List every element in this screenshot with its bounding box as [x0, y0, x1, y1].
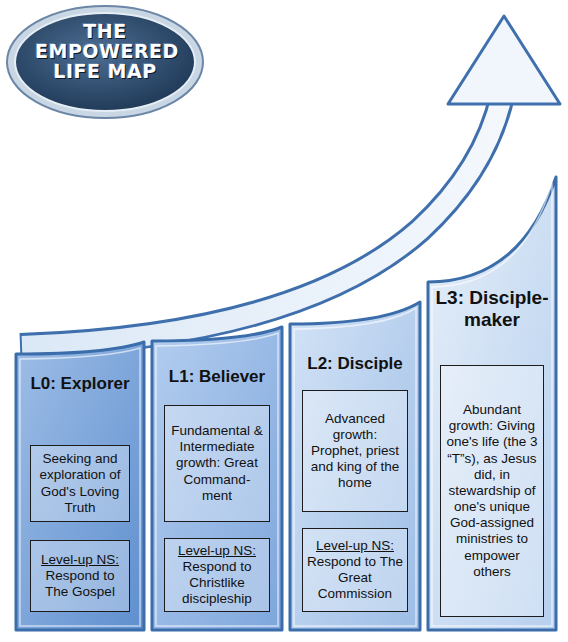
diagram-title: THE EMPOWERED LIFE MAP [35, 22, 175, 82]
box-heading: Level-up NS: [41, 552, 119, 568]
stage-box: Level-up NS:Respond to The Gospel [30, 540, 130, 612]
level-column: L1: BelieverFundamental & Intermediate g… [150, 325, 284, 632]
stage-box: Seeking and exploration of God's Loving … [30, 445, 130, 522]
level-column: L2: DiscipleAdvanced growth: Prophet, pr… [288, 300, 422, 632]
box-text: Respond to The Gospel [35, 568, 125, 600]
level-column: L3: Disciple-makerAbundant growth: Givin… [426, 175, 558, 632]
stage-box: Fundamental & Intermediate growth: Great… [164, 405, 270, 522]
box-text: Fundamental & Intermediate growth: Great… [169, 423, 265, 504]
stage-box: Level-up NS:Respond to The Great Commiss… [302, 528, 408, 612]
box-heading: Level-up NS: [316, 538, 394, 554]
box-heading: Level-up NS: [178, 543, 256, 559]
level-heading: L0: Explorer [18, 374, 142, 394]
level-column: L0: ExplorerSeeking and exploration of G… [14, 340, 146, 632]
level-heading: L2: Disciple [292, 354, 418, 374]
stage-box: Advanced growth: Prophet, priest and kin… [302, 390, 408, 512]
stage-box: Abundant growth: Giving one's life (the … [440, 365, 544, 617]
box-text: Respond to Christlike discipleship [169, 559, 265, 608]
level-heading: L3: Disciple-maker [430, 287, 554, 331]
box-text: Advanced growth: Prophet, priest and kin… [307, 411, 403, 492]
stage-box: Level-up NS:Respond to Christlike discip… [164, 538, 270, 612]
level-heading: L1: Believer [154, 367, 280, 387]
box-text: Abundant growth: Giving one's life (the … [445, 402, 539, 580]
box-text: Respond to The Great Commission [307, 554, 403, 603]
box-text: Seeking and exploration of God's Loving … [35, 451, 125, 516]
